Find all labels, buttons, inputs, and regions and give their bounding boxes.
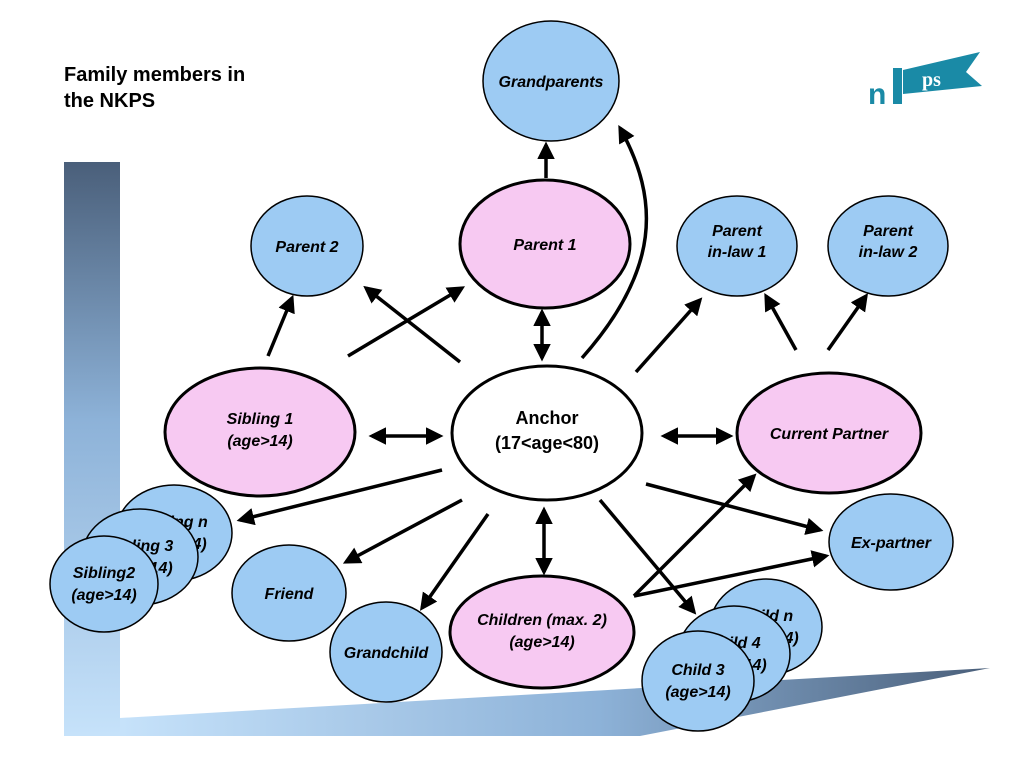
node-children: Children (max. 2) (age>14) [448,574,636,690]
node-parent-in-law1: Parent in-law 1 [676,195,798,297]
node-grandchild-label: Grandchild [344,645,430,662]
arrow-children-expartner [633,550,830,598]
arrow-anchor-siblings [236,468,443,526]
arrow-sibling1-parent2 [266,294,295,357]
node-parent-in-law1-line1: Parent [712,223,762,240]
node-sibling2: Sibling2 (age>14) [49,535,159,633]
arrow-partner-parentinlaw2 [826,293,869,352]
svg-text:n: n [868,78,886,111]
node-friend-label: Friend [265,586,315,603]
arrow-partner-parentinlaw1 [764,292,798,351]
arrow-anchor-parentinlaw1 [634,297,703,374]
node-parent2-label: Parent 2 [275,239,338,256]
node-parent-in-law2-line2: in-law 2 [859,244,918,261]
node-parent1-label: Parent 1 [513,237,576,254]
nkps-logo: n ps [868,52,982,111]
node-children-line1: Children (max. 2) [477,612,607,629]
node-parent-in-law2: Parent in-law 2 [827,195,949,297]
arrow-children-currentpartner [632,473,757,598]
page-title-line2: the NKPS [64,90,156,112]
node-parent-in-law2-line1: Parent [863,223,913,240]
node-current-partner: Current Partner [735,371,923,495]
node-children-line2: (age>14) [509,634,574,651]
node-grandparents: Grandparents [482,20,620,142]
node-friend: Friend [231,544,347,642]
node-sibling1-line2: (age>14) [227,433,292,450]
arrow-anchor-grandchild [419,512,490,611]
gradient-bar-vertical [64,162,120,736]
node-anchor-line2: (17<age<80) [495,433,599,453]
svg-text:ps: ps [922,69,941,91]
arrow-anchor-childn [598,498,697,615]
node-parent1: Parent 1 [458,178,632,310]
node-parent-in-law1-line2: in-law 1 [708,244,767,261]
node-child3-line1: Child 3 [671,662,724,679]
page-title: Family members in the NKPS [64,62,364,114]
node-ex-partner-label: Ex-partner [851,535,932,552]
arrows [236,124,869,615]
node-current-partner-label: Current Partner [770,426,889,443]
arrow-anchor-grandparents [580,124,649,360]
node-grandchild: Grandchild [329,601,443,703]
node-child3: Child 3 (age>14) [641,630,755,732]
page-title-line1: Family members in [64,64,246,86]
arrow-anchor-friend [342,498,463,564]
node-ex-partner: Ex-partner [828,493,954,591]
node-sibling1-line1: Sibling 1 [227,411,294,428]
node-sibling2-line2: (age>14) [71,587,136,604]
node-anchor: Anchor (17<age<80) [450,364,644,502]
arrow-anchor-parent2 [363,285,462,364]
node-anchor-line1: Anchor [516,408,579,428]
node-sibling1: Sibling 1 (age>14) [163,366,357,498]
node-child3-line2: (age>14) [665,684,730,701]
node-grandparents-label: Grandparents [499,74,604,91]
arrow-sibling1-parent1 [347,286,466,358]
arrow-anchor-expartner [645,482,824,535]
node-parent2: Parent 2 [250,195,364,297]
node-sibling2-line1: Sibling2 [73,565,135,582]
